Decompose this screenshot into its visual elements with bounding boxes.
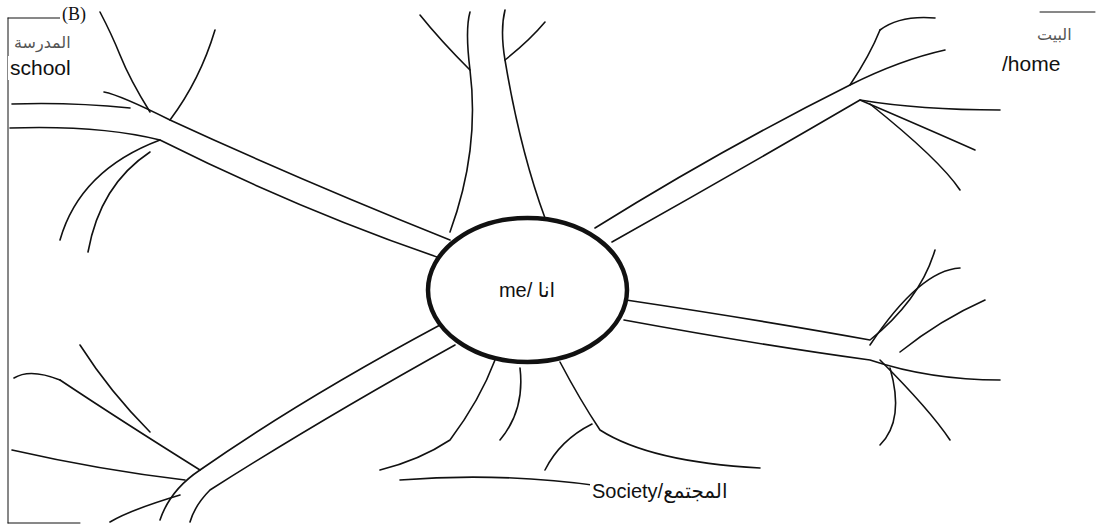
branch-label: /home xyxy=(1000,52,1062,76)
panel-letter: (B) xyxy=(60,4,88,25)
branch-label: school xyxy=(8,56,73,80)
branch-label: البيت xyxy=(1035,26,1074,44)
branch-label: Society/المجتمع xyxy=(590,480,730,503)
branch-label: المدرسة xyxy=(12,34,73,52)
node-text: me/ انا xyxy=(499,278,555,302)
ellipse-node: me/ انا xyxy=(425,215,630,365)
